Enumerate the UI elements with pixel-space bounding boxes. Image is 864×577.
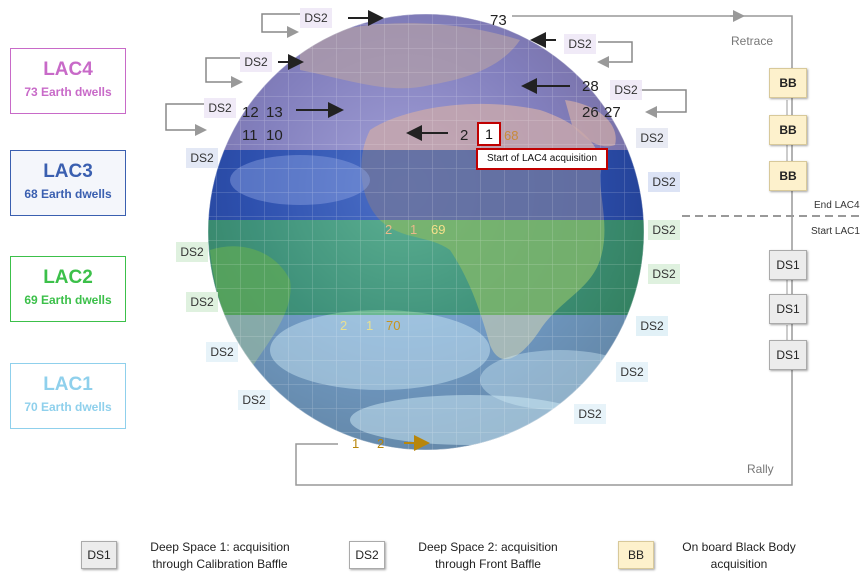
first-dwell-marker: 1 [477,122,501,146]
deep-space-2-label: DS2 [652,175,676,189]
legend-bb-desc2: acquisition [710,557,768,571]
dwell-number: 2 [385,222,392,237]
lac2-dwells: 69 Earth dwells [24,293,112,307]
black-body-marker: BB [769,115,807,145]
lac3-dwells: 68 Earth dwells [24,187,112,201]
legend-ds2-swatch: DS2 [349,541,385,569]
deep-space-2-label: DS2 [652,267,676,281]
legend-ds1-name: Deep Space 1: [150,540,230,554]
deep-space-1-marker: DS1 [769,340,807,370]
deep-space-2-marker [204,98,236,118]
dwell-number: 73 [490,12,507,29]
deep-space-2-marker [636,316,668,336]
start-lac1-label: Start LAC1 [811,226,860,237]
deep-space-2-marker [186,292,218,312]
deep-space-2-marker [300,8,332,28]
deep-space-1-marker: DS1 [769,294,807,324]
legend-bb-name: Black Body [735,540,796,554]
deep-space-2-marker [186,148,218,168]
black-body-marker: BB [769,68,807,98]
deep-space-2-label: DS2 [640,319,664,333]
lac4-label-box: LAC4 73 Earth dwells [10,48,126,114]
end-lac4-label: End LAC4 [814,200,860,211]
lac1-dwells: 70 Earth dwells [24,400,112,414]
lac1-label-box: LAC1 70 Earth dwells [10,363,126,429]
deep-space-2-label: DS2 [568,37,592,51]
legend-ds2-desc1: acquisition [497,540,558,554]
deep-space-2-label: DS2 [180,245,204,259]
deep-space-2-marker [648,264,680,284]
lac3-title: LAC3 [43,161,93,182]
dwell-number: 69 [431,222,445,237]
deep-space-1-marker: DS1 [769,250,807,280]
dwell-number: 68 [504,128,518,143]
deep-space-2-marker [574,404,606,424]
deep-space-2-label: DS2 [304,11,328,25]
deep-space-2-label: DS2 [244,55,268,69]
dwell-number: 1 [410,222,417,237]
deep-space-2-label: DS2 [578,407,602,421]
lac1-title: LAC1 [43,374,93,395]
dwell-number: 2 [460,127,468,144]
dwell-number: 2 [340,318,347,333]
dwell-number: 2 [377,436,384,451]
deep-space-2-label: DS2 [614,83,638,97]
deep-space-2-marker [648,172,680,192]
deep-space-2-marker [636,128,668,148]
legend-bb-text: On board Black Body acquisition [664,539,814,573]
lac4-dwells: 73 Earth dwells [24,85,112,99]
legend-bb-pre: On board [682,540,736,554]
deep-space-2-label: DS2 [210,345,234,359]
deep-space-2-label: DS2 [208,101,232,115]
lac4-title: LAC4 [43,59,93,80]
deep-space-2-marker [648,220,680,240]
deep-space-2-label: DS2 [620,365,644,379]
dwell-number: 1 [366,318,373,333]
legend-bb-swatch: BB [618,541,654,569]
deep-space-2-marker [206,342,238,362]
scan-path-outline [295,15,793,486]
black-body-marker: BB [769,161,807,191]
deep-space-2-marker [240,52,272,72]
legend-ds2-name: Deep Space 2: [418,540,498,554]
deep-space-2-marker [564,34,596,54]
dwell-number: 12 [242,104,259,121]
lac3-label-box: LAC3 68 Earth dwells [10,150,126,216]
dwell-number: 11 [242,127,258,144]
lac2-title: LAC2 [43,267,93,288]
dwell-number: 10 [266,127,283,144]
dwell-number: 70 [386,318,400,333]
dwell-grid [208,14,644,450]
legend-ds1-desc1: acquisition [229,540,290,554]
legend-ds2-desc2: through Front Baffle [435,557,541,571]
legend-ds1-swatch: DS1 [81,541,117,569]
legend-ds1-desc2: through Calibration Baffle [152,557,288,571]
ds2-markers: DS2DS2DS2DS2DS2DS2DS2DS2DS2DS2DS2DS2DS2D… [176,8,680,424]
dwell-number: 1 [352,436,359,451]
deep-space-2-marker [176,242,208,262]
deep-space-2-label: DS2 [242,393,266,407]
dwell-number: 27 [604,104,621,121]
dwell-number: 28 [582,78,599,95]
dwell-number: 26 [582,104,599,121]
retrace-label: Retrace [731,34,774,48]
lac2-label-box: LAC2 69 Earth dwells [10,256,126,322]
deep-space-2-label: DS2 [640,131,664,145]
start-lac4-label: Start of LAC4 acquisition [476,148,608,170]
deep-space-2-label: DS2 [190,295,214,309]
deep-space-2-marker [616,362,648,382]
deep-space-2-marker [610,80,642,100]
deep-space-2-label: DS2 [190,151,214,165]
legend-ds1-text: Deep Space 1: acquisition through Calibr… [130,539,310,573]
dwell-number: 13 [266,104,283,121]
deep-space-2-marker [238,390,270,410]
legend-ds2-text: Deep Space 2: acquisition through Front … [398,539,578,573]
deep-space-2-label: DS2 [652,223,676,237]
rally-label: Rally [747,462,774,476]
